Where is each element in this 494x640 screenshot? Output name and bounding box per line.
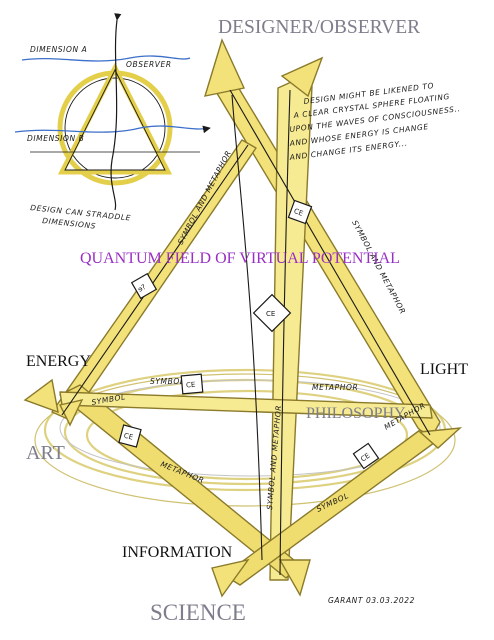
inset-circle: [57, 70, 173, 186]
ce-glyph: CE: [352, 442, 380, 470]
symbol-text: SYMBOL: [150, 377, 185, 386]
ce-glyph: CE: [180, 373, 204, 395]
observer-label: OBSERVER: [126, 60, 172, 69]
ink-stroke: [61, 144, 249, 416]
ce-glyph-diamond: CE: [252, 293, 292, 333]
designer-observer-label: DESIGNER/OBSERVER: [218, 17, 420, 38]
signature: GARANT 03.03.2022: [328, 596, 415, 605]
dimension-a-wave: [21, 55, 191, 62]
beam-energy-light: [59, 391, 433, 419]
arrow-head-bottom-right: [278, 559, 311, 597]
ink-stroke: [231, 94, 263, 561]
ce-glyph: CE: [118, 424, 142, 448]
svg-text:CE: CE: [266, 310, 275, 318]
observer-axis: [110, 13, 122, 211]
information-label: INFORMATION: [122, 544, 233, 561]
arrow-head-light: [418, 427, 463, 449]
ce-glyphs: CE ɘ? CE CE CE CE: [118, 199, 380, 470]
science-label: SCIENCE: [150, 600, 246, 625]
art-label: ART: [26, 442, 65, 464]
metaphor-text: METAPHOR: [312, 383, 358, 392]
svg-text:CE: CE: [186, 381, 196, 390]
philosophy-label: PHILOSOPHY: [306, 405, 406, 422]
svg-text:CE: CE: [359, 452, 371, 464]
dimension-b-wave: [14, 125, 211, 134]
orbit-ring: [34, 373, 456, 507]
svg-text:CE: CE: [293, 207, 304, 218]
ce-glyph: ɘ?: [130, 272, 158, 300]
orbit-ring: [59, 379, 441, 477]
symbol-metaphor-left: SYMBOL AND METAPHOR: [176, 149, 233, 246]
handwritten-note: DESIGN MIGHT BE LIKENED TO A CLEAR CRYST…: [288, 81, 461, 162]
svg-text:CE: CE: [123, 432, 134, 442]
orbit-rings: [34, 368, 456, 507]
svg-text:ɘ?: ɘ?: [136, 283, 147, 294]
quantum-field-label: QUANTUM FIELD OF VIRTUAL POTENTIAL: [80, 250, 400, 267]
inset-triangle-ink: [64, 68, 166, 171]
orbit-ring: [85, 389, 409, 481]
dimension-b-label: DIMENSION B: [27, 134, 84, 143]
arrow-head-top-right: [280, 56, 324, 98]
light-label: LIGHT: [420, 361, 468, 378]
dimension-a-label: DIMENSION A: [30, 45, 87, 54]
inset-caption-line2: DIMENSIONS: [42, 216, 97, 231]
ink-strokes: [61, 89, 431, 576]
ce-glyph: CE: [287, 199, 313, 225]
inset-triangle: [57, 62, 173, 175]
main-labels: DESIGNER/OBSERVER QUANTUM FIELD OF VIRTU…: [26, 17, 468, 625]
arrow-head-energy: [23, 378, 59, 414]
arrow-head-top-left: [203, 38, 246, 97]
inset-dimension-diagram: DIMENSION A OBSERVER DIMENSION B DESIGN …: [14, 13, 211, 231]
ink-stroke: [229, 89, 431, 436]
inset-circle-inner: [64, 77, 166, 179]
beams: [51, 77, 441, 586]
energy-label: ENERGY: [26, 353, 91, 370]
ink-stroke: [279, 89, 291, 576]
arrow-heads: [23, 38, 463, 598]
arrow-head-information: [211, 558, 250, 598]
